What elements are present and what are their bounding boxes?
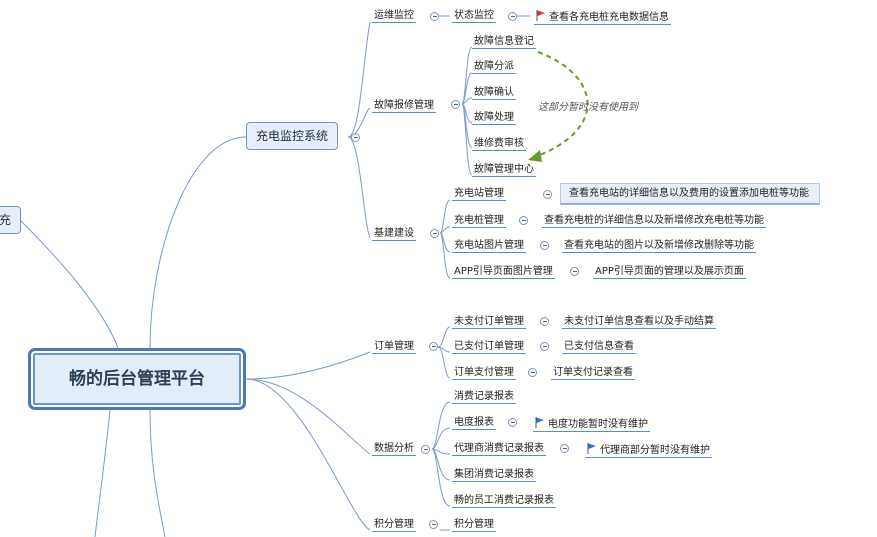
- infra-item[interactable]: 充电站管理: [452, 188, 506, 201]
- collapse-toggle-icon[interactable]: [543, 190, 552, 199]
- ops-monitor-node[interactable]: 运维监控: [372, 10, 416, 23]
- collapse-toggle-icon[interactable]: [570, 267, 579, 276]
- annotation-label: 这部分暂时没有使用到: [538, 102, 638, 113]
- status-monitor-node[interactable]: 状态监控: [452, 10, 496, 23]
- root-node[interactable]: 畅的后台管理平台: [28, 348, 246, 410]
- red-flag-icon: [536, 10, 545, 21]
- infra-item-desc[interactable]: 查看充电站的图片以及新增修改删除等功能: [562, 240, 756, 253]
- collapse-toggle-icon[interactable]: [540, 317, 549, 326]
- collapse-toggle-icon[interactable]: [430, 12, 439, 21]
- fault-item[interactable]: 维修费审核: [472, 138, 526, 151]
- collapse-toggle-icon[interactable]: [528, 368, 537, 377]
- infra-item-desc[interactable]: APP引导页面的管理以及展示页面: [593, 266, 746, 279]
- orders-item-desc[interactable]: 已支付信息查看: [562, 341, 636, 354]
- infra-item[interactable]: 充电桩管理: [452, 215, 506, 228]
- orders-item[interactable]: 未支付订单管理: [452, 316, 526, 329]
- orders-item[interactable]: 订单支付管理: [452, 367, 516, 380]
- fault-item[interactable]: 故障分派: [472, 61, 516, 74]
- orders-item[interactable]: 已支付订单管理: [452, 341, 526, 354]
- analysis-item[interactable]: 代理商消费记录报表: [452, 443, 546, 456]
- infra-item[interactable]: APP引导页面图片管理: [452, 266, 555, 279]
- infra-node[interactable]: 基建建设: [372, 228, 416, 241]
- fault-item[interactable]: 故障信息登记: [472, 36, 536, 49]
- infra-item[interactable]: 充电站图片管理: [452, 240, 526, 253]
- collapse-toggle-icon[interactable]: [560, 444, 569, 453]
- orders-item-desc[interactable]: 订单支付记录查看: [551, 367, 635, 380]
- analysis-item[interactable]: 畅的员工消费记录报表: [452, 495, 556, 508]
- collapse-toggle-icon[interactable]: [508, 418, 517, 427]
- fault-item[interactable]: 故障确认: [472, 87, 516, 100]
- collapse-toggle-icon[interactable]: [429, 520, 438, 529]
- analysis-item-desc[interactable]: 电度功能暂时没有维护: [533, 417, 650, 432]
- analysis-item-desc[interactable]: 代理商部分暂时没有维护: [585, 443, 712, 458]
- status-monitor-desc[interactable]: 查看各充电桩充电数据信息: [534, 10, 671, 25]
- blue-flag-icon: [587, 443, 596, 454]
- collapse-toggle-icon[interactable]: [508, 12, 517, 21]
- collapse-toggle-icon[interactable]: [430, 229, 439, 238]
- infra-item-desc[interactable]: 查看充电桩的详细信息以及新增修改充电桩等功能: [542, 215, 766, 228]
- analysis-item[interactable]: 集团消费记录报表: [452, 469, 536, 482]
- collapse-toggle-icon[interactable]: [429, 342, 438, 351]
- infra-item-desc[interactable]: 查看充电站的详细信息以及费用的设置添加电桩等功能: [560, 183, 820, 205]
- orders-node[interactable]: 订单管理: [372, 341, 416, 354]
- collapse-toggle-icon[interactable]: [451, 100, 460, 109]
- collapse-toggle-icon[interactable]: [519, 216, 528, 225]
- left-branch-node[interactable]: 充: [0, 206, 22, 234]
- analysis-item[interactable]: 消费记录报表: [452, 391, 516, 404]
- points-item[interactable]: 积分管理: [452, 519, 496, 532]
- orders-item-desc[interactable]: 未支付订单信息查看以及手动结算: [562, 316, 716, 329]
- collapse-toggle-icon[interactable]: [351, 133, 360, 142]
- analysis-item[interactable]: 电度报表: [452, 417, 496, 430]
- fault-item[interactable]: 故障处理: [472, 112, 516, 125]
- points-node[interactable]: 积分管理: [372, 519, 416, 532]
- blue-flag-icon: [535, 417, 544, 428]
- collapse-toggle-icon[interactable]: [421, 445, 430, 454]
- collapse-toggle-icon[interactable]: [540, 342, 549, 351]
- fault-repair-node[interactable]: 故障报修管理: [372, 100, 436, 113]
- analysis-node[interactable]: 数据分析: [372, 443, 416, 456]
- monitor-system-node[interactable]: 充电监控系统: [246, 122, 339, 150]
- fault-item[interactable]: 故障管理中心: [472, 164, 536, 177]
- collapse-toggle-icon[interactable]: [540, 241, 549, 250]
